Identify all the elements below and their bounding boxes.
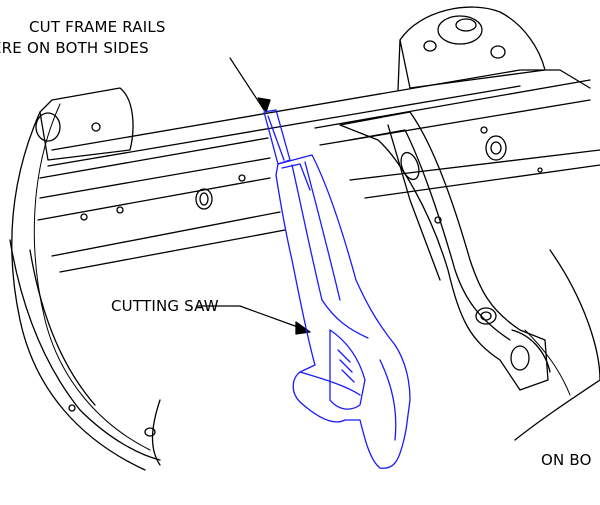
right-top-mount bbox=[399, 6, 546, 89]
cut-frame-callout-line1: CUT FRAME RAILS bbox=[29, 18, 166, 36]
partial-callout-bottom-right: ON BO bbox=[541, 451, 592, 469]
cutting-saw-drawing bbox=[263, 109, 411, 469]
center-rail bbox=[339, 111, 549, 391]
left-cutaway-edge bbox=[11, 111, 146, 471]
cut-leader-line bbox=[229, 57, 265, 111]
cross-member-top bbox=[51, 69, 591, 151]
saw-body bbox=[275, 154, 411, 469]
cut-frame-callout-line2: ERE ON BOTH SIDES bbox=[0, 39, 149, 57]
vehicle-frame-drawing bbox=[9, 6, 600, 471]
cutting-saw-label: CUTTING SAW bbox=[111, 297, 219, 315]
right-cutaway-edge bbox=[514, 249, 600, 441]
left-lower-rail bbox=[9, 239, 161, 461]
saw-grip bbox=[329, 329, 366, 410]
left-mount-lug bbox=[39, 87, 134, 161]
rail-hole bbox=[195, 188, 213, 210]
saw-leader-line bbox=[197, 305, 307, 331]
saw-blade bbox=[263, 109, 291, 165]
